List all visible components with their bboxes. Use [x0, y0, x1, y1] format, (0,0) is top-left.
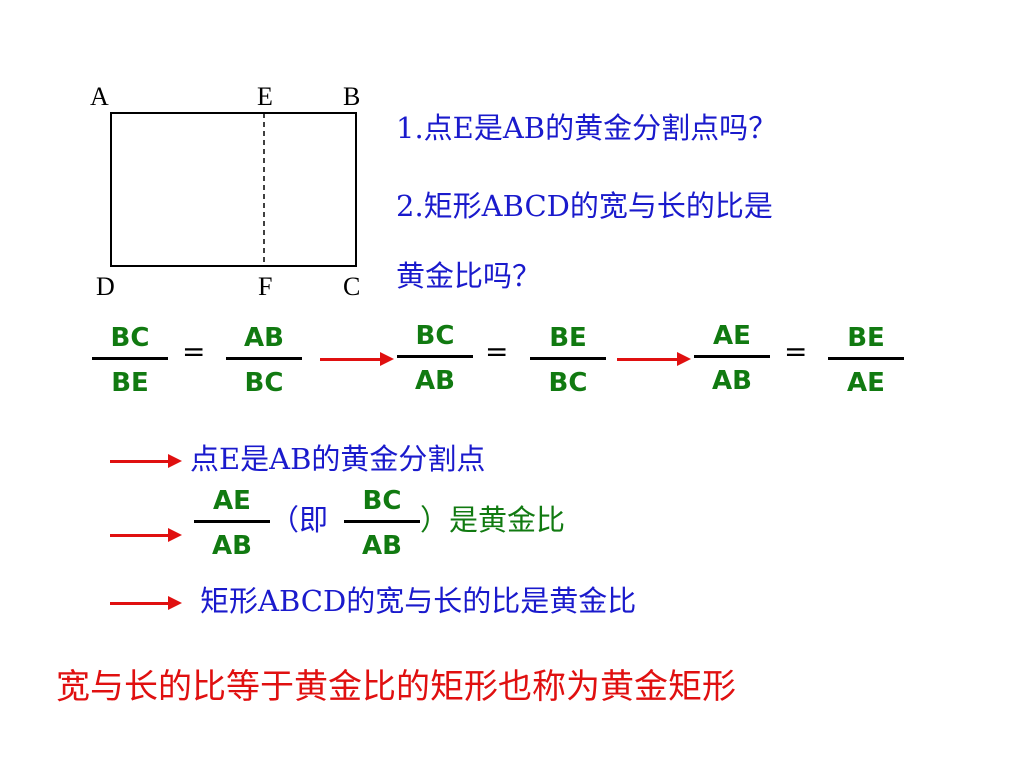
denominator: BC: [548, 368, 588, 398]
fraction-be-over-ae: BE AE: [828, 325, 904, 396]
fraction-be-over-bc: BE BC: [530, 325, 606, 396]
numerator: BE: [549, 323, 587, 353]
denominator: AB: [362, 531, 402, 561]
fraction-bar: [397, 355, 473, 358]
label-point-c: C: [343, 272, 361, 301]
denominator: AE: [847, 368, 885, 398]
equals-sign: =: [784, 335, 808, 368]
numerator: AE: [713, 321, 751, 351]
fraction-bar: [694, 355, 770, 358]
equals-sign: =: [182, 335, 206, 368]
fraction-ab-over-bc: AB BC: [226, 325, 302, 396]
fraction-bc-over-ab: BC AB: [397, 323, 473, 394]
fraction-bar: [828, 357, 904, 360]
label-point-d: D: [96, 272, 115, 301]
denominator: BC: [244, 368, 284, 398]
golden-rectangle-figure: [110, 112, 357, 267]
fraction-ae-over-ab-conclusion: AE AB: [194, 488, 270, 559]
conclusion-arrow-1: [110, 454, 182, 468]
denominator: AB: [712, 366, 752, 396]
fraction-bc-over-be: BC BE: [92, 325, 168, 396]
fraction-bar: [226, 357, 302, 360]
question-2-line-1: 2.矩形ABCD的宽与长的比是: [396, 189, 773, 223]
fraction-bc-over-ab-conclusion: BC AB: [344, 488, 420, 559]
numerator: BC: [362, 486, 402, 516]
rectangle-diagram: A E B D F C: [90, 80, 380, 300]
label-point-f: F: [258, 272, 273, 301]
numerator: AE: [213, 486, 251, 516]
golden-rectangle-definition: 宽与长的比等于黄金比的矩形也称为黄金矩形: [56, 667, 736, 707]
denominator: AB: [415, 366, 455, 396]
label-point-e: E: [257, 82, 273, 111]
conclusion-arrow-3: [110, 596, 182, 610]
denominator: AB: [212, 531, 252, 561]
fraction-ae-over-ab: AE AB: [694, 323, 770, 394]
label-point-b: B: [343, 82, 361, 111]
fraction-bar: [344, 520, 420, 523]
numerator: AB: [244, 323, 284, 353]
rectangle-abcd: [110, 112, 357, 267]
fraction-bar: [194, 520, 270, 523]
implies-arrow-1: [320, 352, 394, 366]
implies-arrow-2: [617, 352, 691, 366]
conclusion-golden-rectangle-ratio: 矩形ABCD的宽与长的比是黄金比: [200, 584, 637, 618]
fraction-bar: [92, 357, 168, 360]
numerator: BC: [110, 323, 150, 353]
label-point-a: A: [90, 82, 109, 111]
denominator: BE: [111, 368, 149, 398]
conclusion-middle-text: （即: [270, 503, 329, 537]
equals-sign: =: [485, 335, 509, 368]
numerator: BC: [415, 321, 455, 351]
conclusion-end-text: ）是黄金比: [420, 503, 566, 537]
conclusion-golden-section-point: 点E是AB的黄金分割点: [190, 442, 486, 476]
conclusion-arrow-2: [110, 528, 182, 542]
question-2-line-2: 黄金比吗？: [396, 259, 542, 293]
numerator: BE: [847, 323, 885, 353]
fraction-bar: [530, 357, 606, 360]
question-1: 1.点E是AB的黄金分割点吗？: [396, 111, 778, 145]
